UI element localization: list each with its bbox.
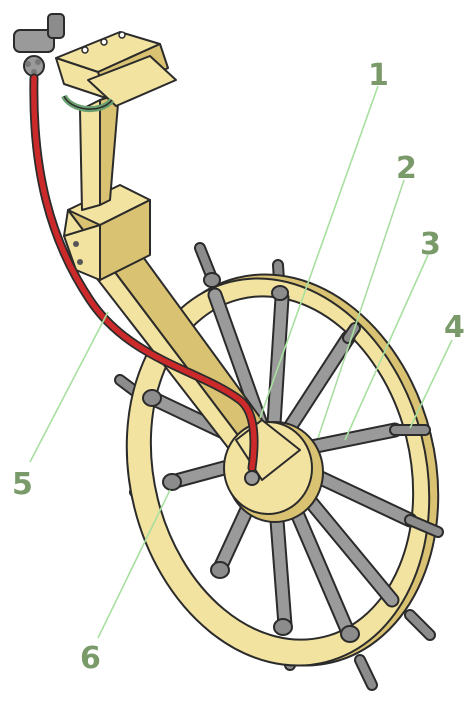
callout-4: 4 bbox=[444, 310, 465, 345]
callout-1: 1 bbox=[368, 58, 389, 93]
leader-1 bbox=[259, 85, 379, 419]
leader-6 bbox=[97, 489, 171, 639]
leader-5 bbox=[29, 311, 109, 463]
leader-3 bbox=[344, 254, 429, 441]
leader-4 bbox=[409, 339, 453, 429]
sensor-box bbox=[55, 31, 177, 113]
leader-lines bbox=[29, 85, 453, 639]
leader-2 bbox=[317, 179, 405, 439]
frame-arm bbox=[63, 95, 263, 459]
front-pins bbox=[142, 272, 444, 643]
cable-end-plug bbox=[244, 470, 260, 486]
cable-connector bbox=[13, 13, 65, 77]
callout-6: 6 bbox=[80, 641, 101, 676]
callout-5: 5 bbox=[12, 467, 33, 502]
callout-labels: 1 2 3 4 5 6 bbox=[12, 58, 465, 676]
callout-2: 2 bbox=[396, 151, 417, 186]
callout-3: 3 bbox=[420, 227, 441, 262]
